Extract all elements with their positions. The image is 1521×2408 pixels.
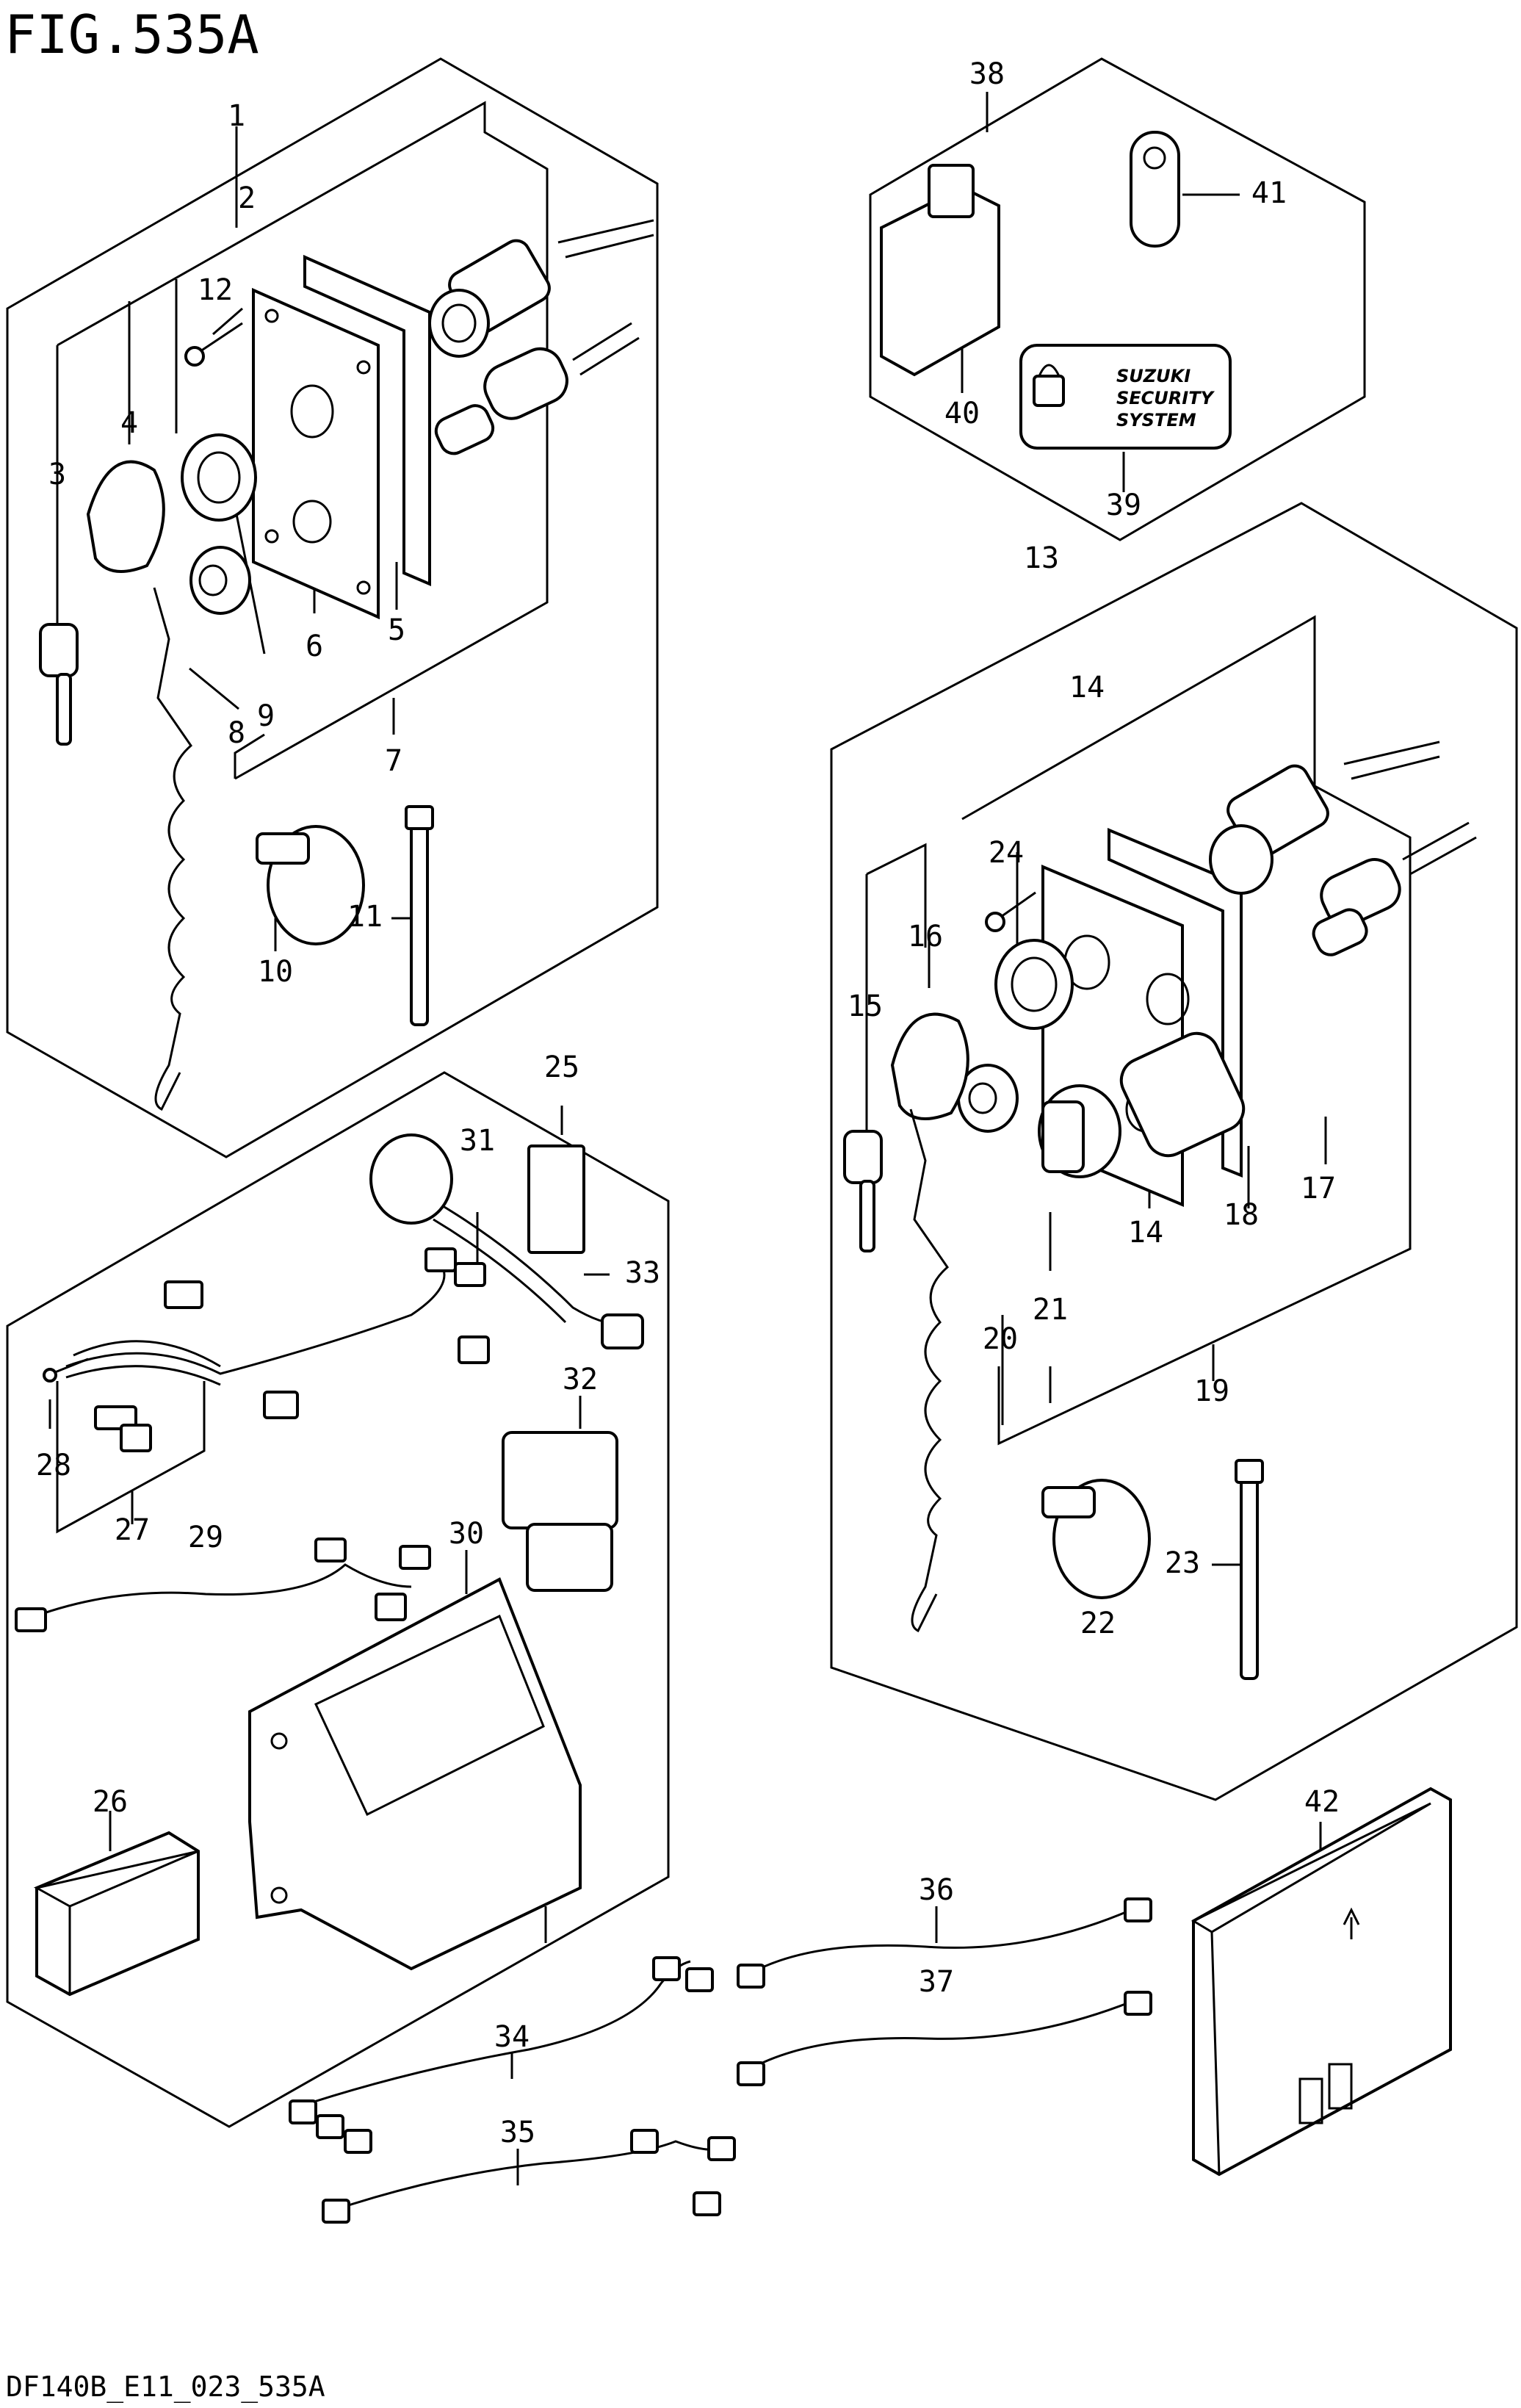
callout-9: 9 xyxy=(257,699,275,733)
callout-31: 31 xyxy=(460,1124,495,1158)
security-label-line-2: SECURITY xyxy=(1116,388,1215,408)
callout-8: 8 xyxy=(228,716,245,750)
callout-28: 28 xyxy=(36,1449,71,1482)
callout-33: 33 xyxy=(625,1256,660,1290)
callout-32: 32 xyxy=(563,1363,598,1396)
callouts: 1 2 3 4 5 6 7 8 9 10 11 12 13 14 14 15 1… xyxy=(36,57,1340,2149)
callout-36: 36 xyxy=(919,1873,954,1907)
callout-38: 38 xyxy=(969,57,1005,91)
callout-29: 29 xyxy=(188,1521,223,1554)
callout-25: 25 xyxy=(544,1050,579,1084)
group-38-41-panel: SUZUKI SECURITY SYSTEM xyxy=(869,57,1366,541)
callout-24: 24 xyxy=(989,836,1024,870)
callout-16: 16 xyxy=(908,920,943,954)
callout-22: 22 xyxy=(1080,1607,1116,1640)
ecu-42 xyxy=(1191,1787,1452,2177)
callout-20: 20 xyxy=(983,1322,1018,1356)
group-1-panel xyxy=(6,57,659,1158)
callout-7: 7 xyxy=(385,744,402,778)
callout-34: 34 xyxy=(494,2020,530,2054)
callout-37: 37 xyxy=(919,1965,954,1999)
security-label-line-1: SUZUKI xyxy=(1116,366,1191,386)
callout-17: 17 xyxy=(1301,1172,1336,1205)
callout-26: 26 xyxy=(93,1785,128,1819)
callout-35: 35 xyxy=(500,2116,535,2149)
footer-code: DF140B_E11_023_535A xyxy=(6,2371,325,2404)
callout-2: 2 xyxy=(238,181,256,215)
security-label-line-3: SYSTEM xyxy=(1116,410,1196,430)
callout-13: 13 xyxy=(1024,541,1059,575)
callout-21: 21 xyxy=(1033,1293,1068,1327)
callout-15: 15 xyxy=(848,989,883,1023)
loose-harnesses xyxy=(289,1897,1152,2224)
callout-6: 6 xyxy=(306,630,323,663)
callout-41: 41 xyxy=(1251,176,1287,210)
callout-18: 18 xyxy=(1224,1198,1259,1232)
security-sticker xyxy=(1019,344,1232,450)
callout-4: 4 xyxy=(120,406,138,440)
callout-14a: 14 xyxy=(1069,671,1105,704)
group-13-panel xyxy=(830,502,1518,1801)
callout-11: 11 xyxy=(347,900,383,934)
group-25-panel xyxy=(6,1071,670,2128)
callout-39: 39 xyxy=(1106,489,1141,522)
callout-40: 40 xyxy=(944,397,980,430)
callout-1: 1 xyxy=(228,99,245,133)
callout-42: 42 xyxy=(1304,1785,1340,1819)
callout-3: 3 xyxy=(48,458,66,491)
callout-30: 30 xyxy=(449,1517,484,1551)
callout-27: 27 xyxy=(115,1513,150,1547)
callout-12: 12 xyxy=(198,273,233,307)
figure-title: FIG.535A xyxy=(4,4,259,65)
callout-23: 23 xyxy=(1165,1546,1200,1580)
callout-19: 19 xyxy=(1194,1374,1229,1408)
callout-10: 10 xyxy=(258,955,293,989)
callout-5: 5 xyxy=(388,613,405,647)
callout-14b: 14 xyxy=(1128,1216,1163,1250)
